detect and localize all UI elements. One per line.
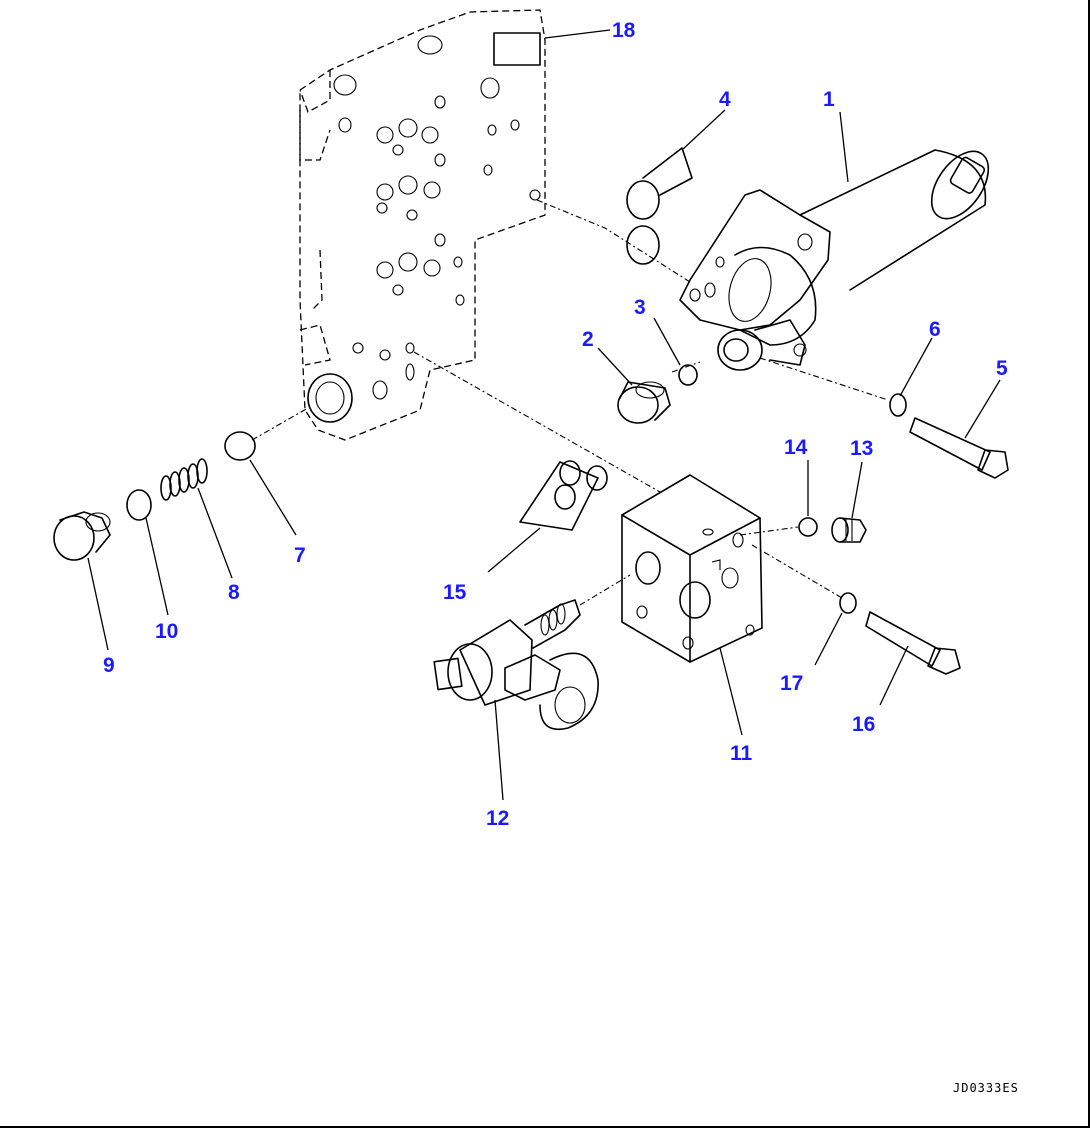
callout-4: 4 [719, 88, 731, 111]
part-1-motor-assembly [679, 149, 990, 371]
part-3-o-ring [678, 364, 698, 386]
callout-7: 7 [294, 544, 306, 567]
callout-14: 14 [784, 436, 808, 459]
callout-11: 11 [730, 742, 753, 765]
callout-10: 10 [155, 620, 178, 643]
drawing-code: JD0333ES [953, 1081, 1019, 1095]
part-8-spring [160, 458, 208, 501]
callout-labels: 18 1 4 3 2 6 5 14 13 7 8 15 10 9 17 16 1… [103, 19, 1008, 830]
part-10-o-ring [126, 489, 152, 521]
callout-18: 18 [612, 19, 636, 42]
callout-13: 13 [850, 437, 873, 460]
part-11-valve-block [621, 474, 763, 663]
callout-12: 12 [486, 807, 509, 830]
valve-body-port-group-upper [376, 95, 446, 156]
part-9-plug [53, 511, 111, 561]
part-2-plug [617, 381, 671, 424]
part-13-plug [831, 517, 867, 543]
callout-15: 15 [443, 581, 467, 604]
part-7-ball [224, 431, 256, 461]
callout-9: 9 [103, 654, 115, 677]
part-12-solenoid [433, 599, 599, 730]
part-17-washer [839, 592, 857, 614]
callout-16: 16 [852, 713, 875, 736]
callout-8: 8 [228, 581, 240, 604]
valve-body-port-group-middle [376, 153, 446, 221]
part-6-washer [889, 393, 907, 417]
part-16-bolt [865, 611, 961, 675]
valve-body-port-group-lower [376, 233, 446, 296]
valve-body [299, 9, 546, 441]
alignment-lines [251, 199, 889, 606]
part-5-bolt [909, 417, 1009, 479]
leader-lines [87, 29, 1001, 801]
callout-3: 3 [634, 296, 646, 319]
callout-17: 17 [780, 672, 803, 695]
callout-1: 1 [823, 88, 835, 111]
part-4-o-ring-set [626, 147, 693, 265]
callout-6: 6 [929, 318, 941, 341]
callout-5: 5 [996, 357, 1008, 380]
callout-2: 2 [582, 328, 594, 351]
part-14-ball [798, 517, 818, 537]
part-15-o-ring-set [519, 460, 608, 531]
